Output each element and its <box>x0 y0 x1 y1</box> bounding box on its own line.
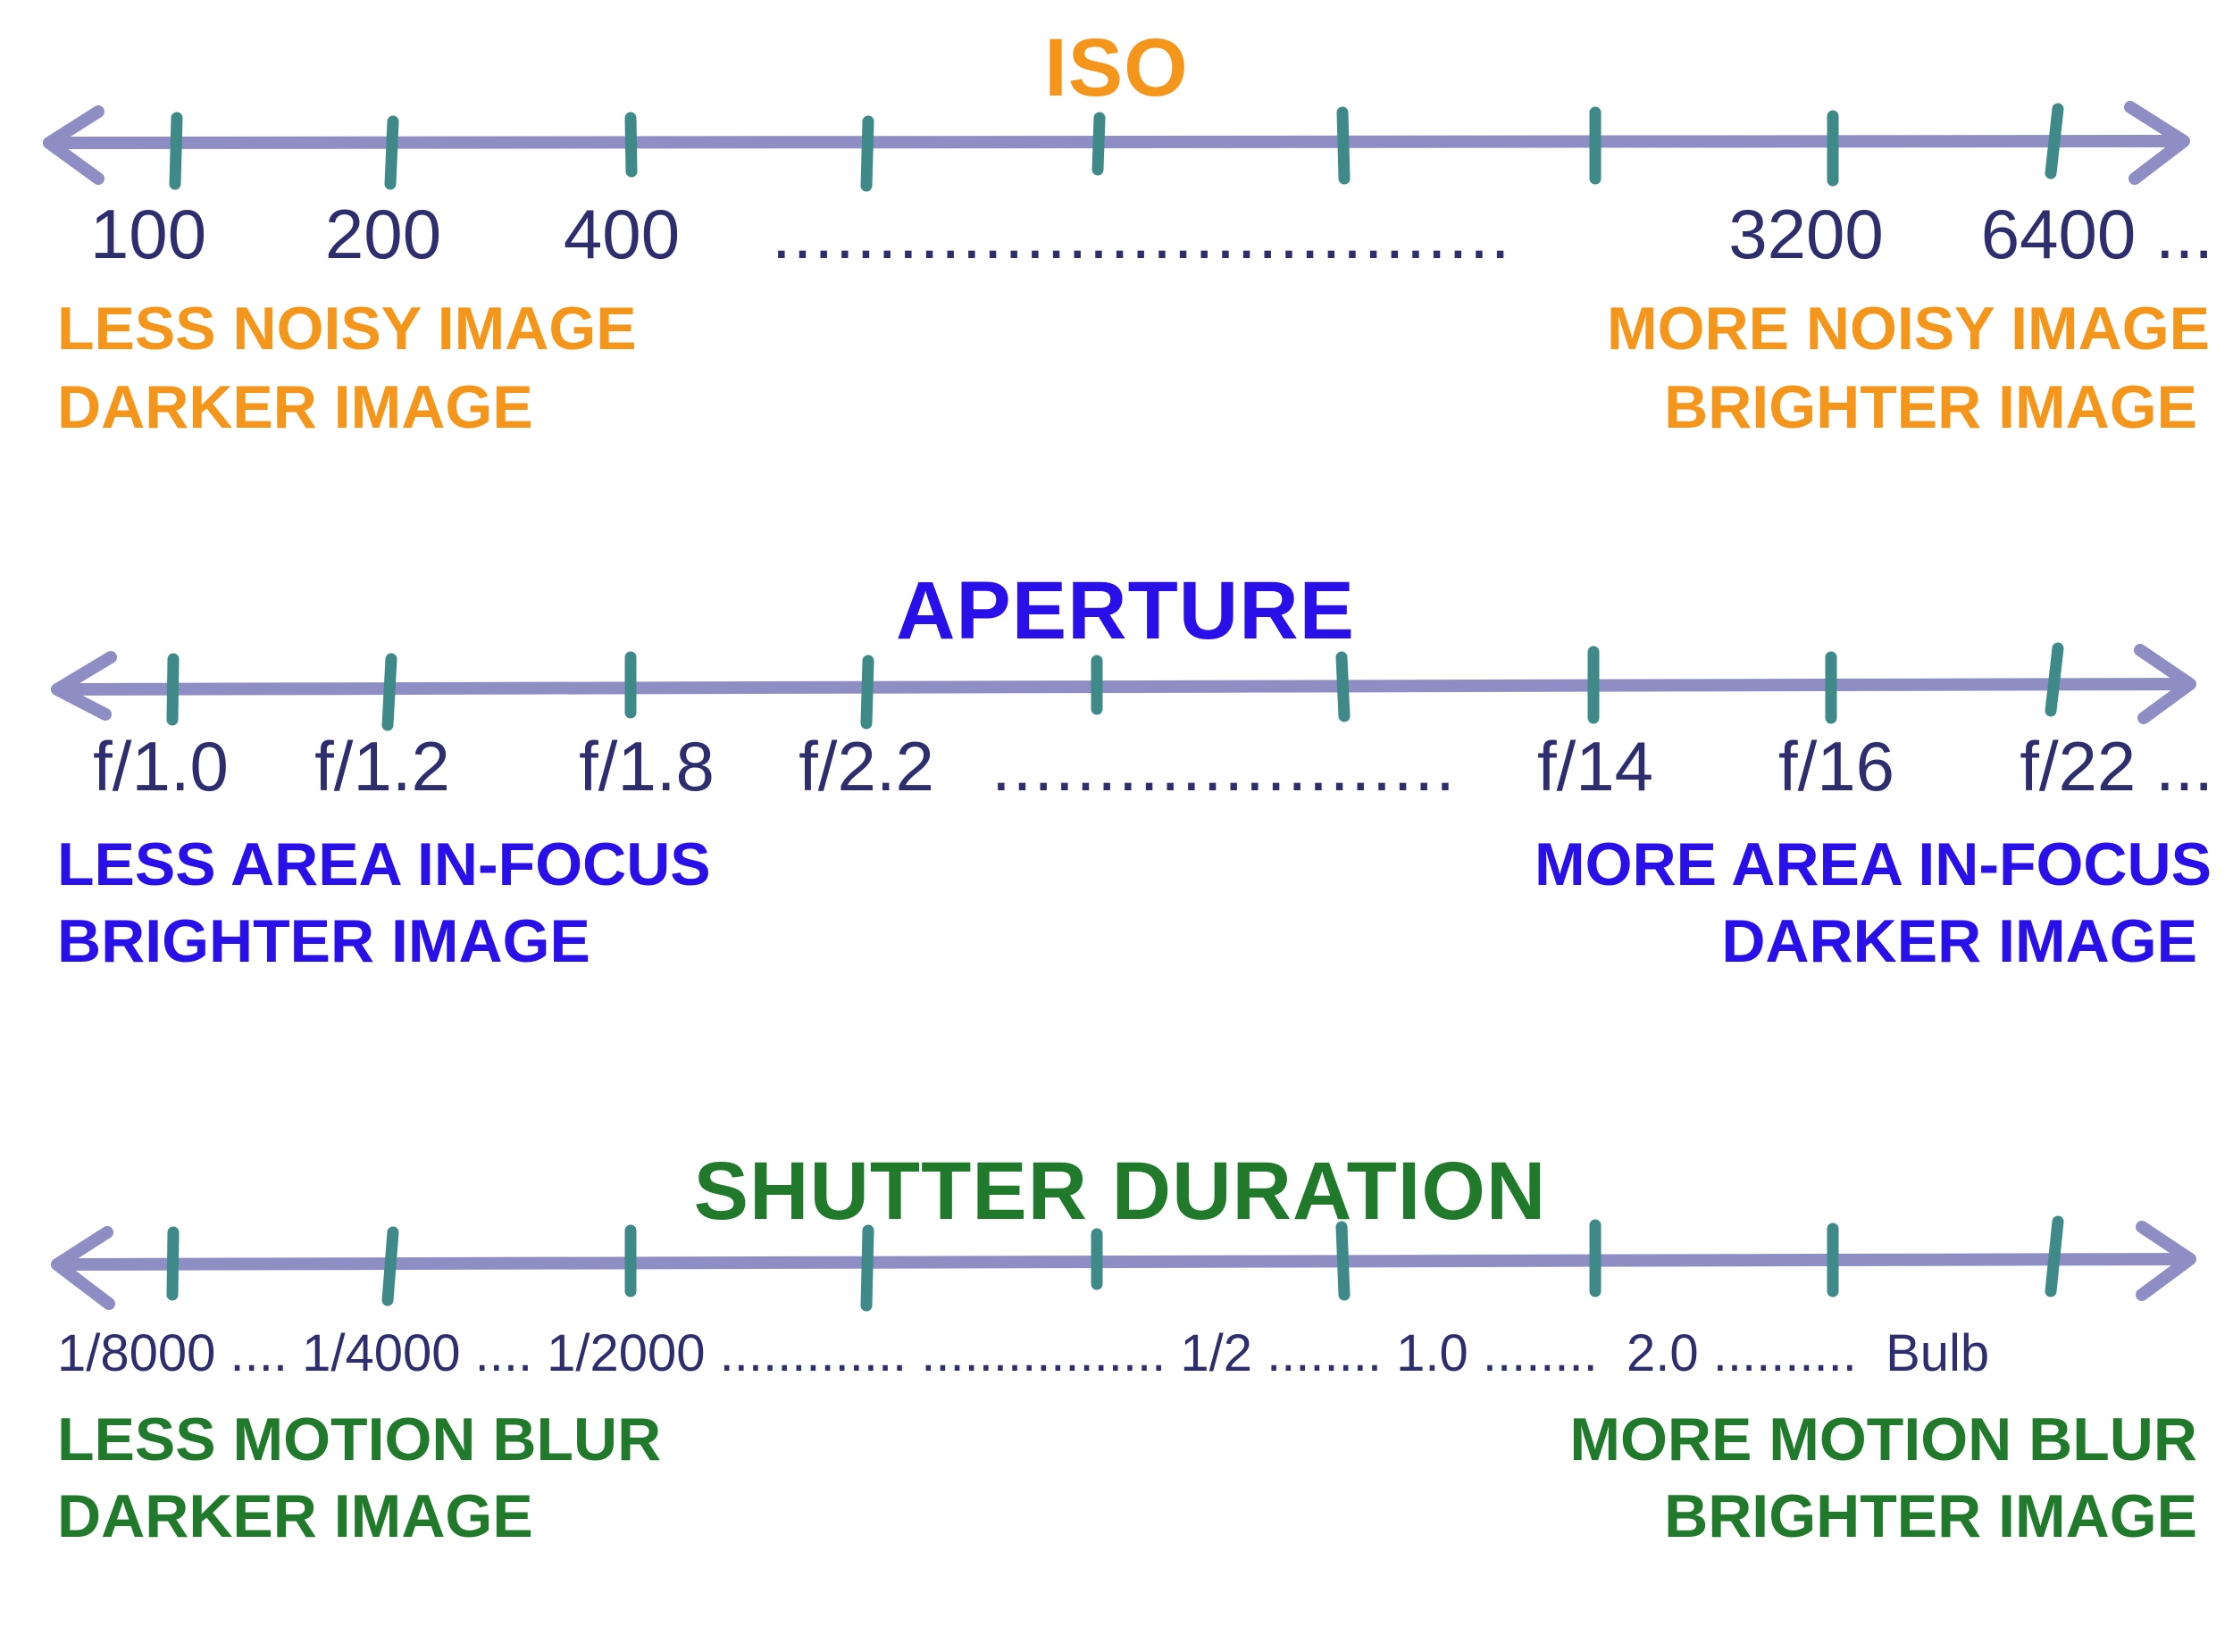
shutter-tick <box>860 1224 874 1312</box>
aperture-axis <box>51 642 2196 731</box>
aperture-value-f1-8: f/1.8 <box>579 727 715 805</box>
iso-right-arrowhead-icon <box>2124 101 2190 185</box>
iso-tick <box>1336 106 1351 185</box>
iso-high-note-noise: MORE NOISY IMAGE <box>1606 295 2210 363</box>
iso-value-dots: ................................... <box>772 195 1512 273</box>
iso-tick <box>169 112 183 190</box>
aperture-tick <box>1335 651 1351 722</box>
shutter-low-note-brightness: DARKER IMAGE <box>57 1482 533 1550</box>
aperture-axis-line <box>51 678 2193 696</box>
shutter-tick <box>1335 1221 1351 1301</box>
aperture-value-f14: f/14 <box>1536 727 1654 805</box>
shutter-high-note-brightness: BRIGHTER IMAGE <box>1664 1482 2197 1550</box>
iso-axis-line <box>43 135 2186 149</box>
iso-tick <box>860 115 874 192</box>
iso-tick <box>2045 103 2064 179</box>
aperture-tick <box>2045 642 2064 717</box>
aperture-left-arrowhead-icon <box>51 651 117 721</box>
shutter-tick <box>381 1226 399 1306</box>
aperture-high-note-focus: MORE AREA IN-FOCUS <box>1534 830 2212 898</box>
aperture-value-f1-2: f/1.2 <box>314 727 450 805</box>
aperture-value-f2-2: f/2.2 <box>799 727 934 805</box>
shutter-tick <box>166 1226 180 1301</box>
aperture-ticks <box>166 642 2064 731</box>
shutter-low-note-blur: LESS MOTION BLUR <box>57 1406 662 1473</box>
iso-low-note-noise: LESS NOISY IMAGE <box>57 295 637 363</box>
aperture-value-f22: f/22 ... <box>2020 727 2213 805</box>
iso-tick <box>1091 112 1106 176</box>
iso-ticks <box>169 103 2064 192</box>
shutter-section: SHUTTER DURATION 1/8000 .... 1/4000 ....… <box>0 1116 2233 1652</box>
iso-tick <box>384 115 399 190</box>
iso-value-100: 100 <box>89 195 207 273</box>
aperture-low-note-brightness: BRIGHTER IMAGE <box>57 907 590 975</box>
aperture-title: APERTURE <box>895 565 1356 656</box>
iso-axis <box>43 101 2190 192</box>
aperture-value-dots: ...................... <box>991 727 1457 805</box>
aperture-value-f16: f/16 <box>1777 727 1895 805</box>
iso-value-3200: 3200 <box>1728 195 1884 273</box>
shutter-axis-line <box>51 1253 2193 1271</box>
shutter-title: SHUTTER DURATION <box>693 1146 1547 1237</box>
iso-low-note-brightness: DARKER IMAGE <box>57 373 533 441</box>
aperture-right-arrowhead-icon <box>2134 644 2196 724</box>
iso-high-note-brightness: BRIGHTER IMAGE <box>1664 373 2197 441</box>
aperture-section: APERTURE f/1.0 f/1.2 f/1.8 f/2.2 .......… <box>0 539 2233 1075</box>
shutter-tick <box>2045 1215 2064 1297</box>
shutter-axis <box>51 1215 2196 1312</box>
aperture-tick <box>166 653 180 726</box>
aperture-value-f1-0: f/1.0 <box>93 727 229 805</box>
aperture-high-note-brightness: DARKER IMAGE <box>1721 907 2197 975</box>
shutter-left-arrowhead-icon <box>51 1226 115 1310</box>
iso-section: ISO 100 200 400 ........................… <box>0 0 2233 536</box>
aperture-tick <box>381 653 397 731</box>
shutter-high-note-blur: MORE MOTION BLUR <box>1569 1406 2197 1473</box>
iso-value-6400: 6400 ... <box>1980 195 2213 273</box>
iso-value-200: 200 <box>324 195 442 273</box>
iso-left-arrowhead-icon <box>43 105 105 185</box>
iso-value-400: 400 <box>563 195 681 273</box>
aperture-low-note-focus: LESS AREA IN-FOCUS <box>57 830 711 898</box>
shutter-right-arrowhead-icon <box>2136 1221 2196 1301</box>
shutter-ticks <box>166 1215 2064 1312</box>
iso-title: ISO <box>1044 22 1189 113</box>
aperture-tick <box>860 655 874 730</box>
shutter-scale-values: 1/8000 .... 1/4000 .... 1/2000 .........… <box>57 1324 1990 1382</box>
